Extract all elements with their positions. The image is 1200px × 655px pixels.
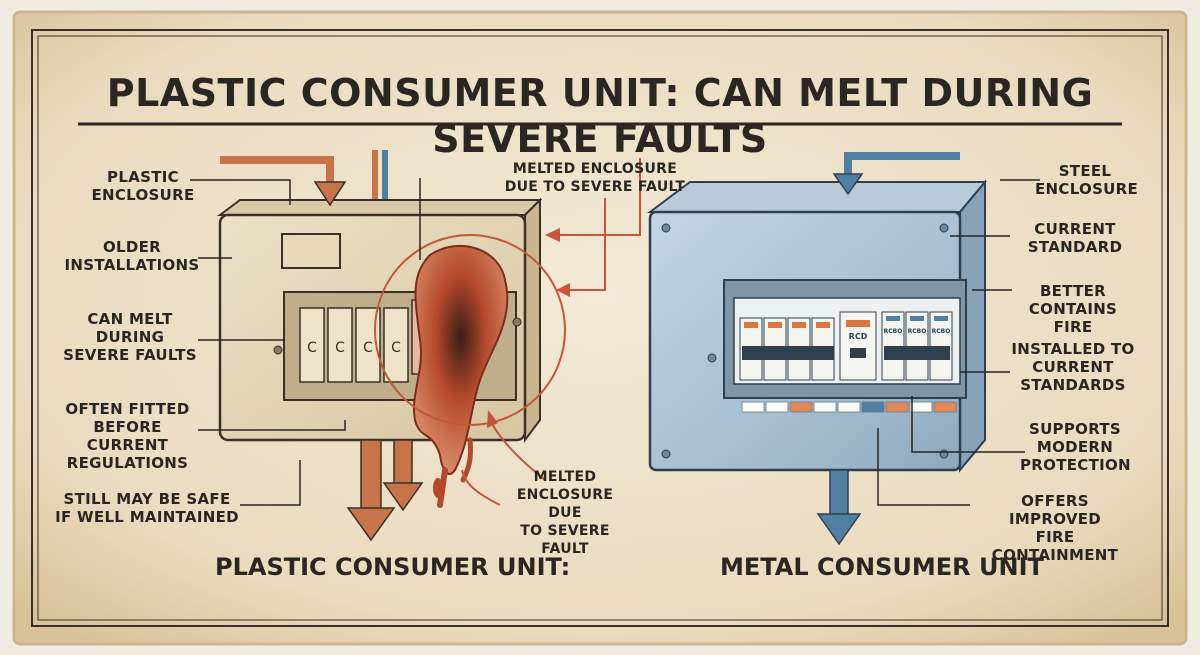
rcd-label-3: RCBO: [932, 328, 951, 335]
label-better-contains: BETTER CONTAINS FIRE: [1028, 282, 1118, 336]
svg-text:C: C: [391, 340, 401, 356]
melt-damage: [413, 245, 509, 475]
paper-background: [12, 10, 1188, 646]
svg-text:C: C: [335, 340, 345, 356]
label-melted-bottom: MELTED ENCLOSURE DUE TO SEVERE FAULT: [516, 469, 614, 557]
label-often-fitted: OFTEN FITTED BEFORE CURRENT REGULATIONS: [65, 400, 190, 472]
rcd-label-2: RCBO: [908, 328, 927, 335]
metal-caption: METAL CONSUMER UNIT: [720, 553, 1044, 581]
label-plastic-enclosure: PLASTIC ENCLOSURE: [91, 168, 195, 204]
label-can-melt: CAN MELT DURING SEVERE FAULTS: [63, 310, 197, 364]
metal-breakers: [739, 311, 953, 381]
rcd-label-0: RCD: [849, 332, 868, 341]
label-older-installations: OLDER INSTALLATIONS: [64, 238, 200, 274]
rcd-label-1: RCBO: [884, 328, 903, 335]
svg-text:C: C: [363, 340, 373, 356]
label-current-standard: CURRENT STANDARD: [1027, 220, 1123, 256]
page-title: PLASTIC CONSUMER UNIT: CAN MELT DURING S…: [106, 71, 1094, 161]
label-steel-enclosure: STEEL ENCLOSURE: [1035, 162, 1139, 198]
label-melted-top: MELTED ENCLOSURE DUE TO SEVERE FAULT: [504, 161, 686, 195]
label-still-safe: STILL MAY BE SAFE IF WELL MAINTAINED: [55, 490, 239, 526]
breaker-glyph: C: [307, 340, 317, 356]
label-supports-modern: SUPPORTS MODERN PROTECTION: [1020, 420, 1131, 474]
metal-unit-drawing: RCD RCBO RCBO RCBO: [647, 152, 1040, 546]
label-offers-improved: OFFERS IMPROVED FIRE CONTAINMENT: [991, 492, 1119, 564]
label-strip: [741, 401, 957, 413]
label-installed-standards: INSTALLED TO CURRENT STANDARDS: [1011, 340, 1135, 394]
plastic-caption: PLASTIC CONSUMER UNIT:: [215, 553, 571, 581]
plastic-unit-drawing: C C C C C C: [190, 150, 641, 542]
